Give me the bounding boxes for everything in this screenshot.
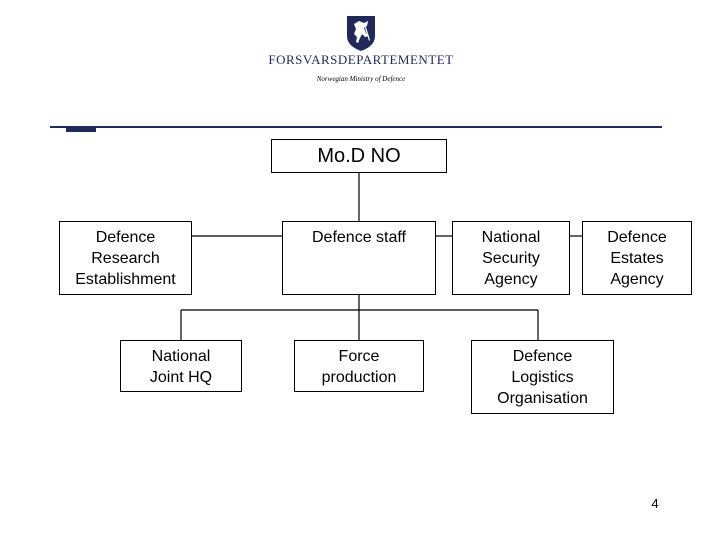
org-node-defence-staff: Defence staff (282, 221, 436, 295)
norwegian-coat-of-arms-icon (347, 16, 375, 51)
org-node-defence-research-establishment: Defence Research Establishment (59, 221, 192, 295)
org-node-national-joint-hq: National Joint HQ (120, 340, 242, 392)
org-node-mod-no: Mo.D NO (271, 139, 447, 173)
lion-axe (365, 27, 370, 41)
lion-figure (354, 21, 369, 43)
ministry-name: FORSVARSDEPARTEMENTET (268, 52, 454, 67)
org-node-national-security-agency: National Security Agency (452, 221, 570, 295)
org-node-force-production: Force production (294, 340, 424, 392)
org-node-defence-estates-agency: Defence Estates Agency (582, 221, 692, 295)
header-rule (50, 126, 662, 128)
org-node-defence-logistics-organisation: Defence Logistics Organisation (471, 340, 614, 414)
header-accent-bar (66, 126, 96, 132)
page-number: 4 (651, 496, 659, 511)
ministry-subtitle: Norwegian Ministry of Defence (316, 75, 406, 83)
